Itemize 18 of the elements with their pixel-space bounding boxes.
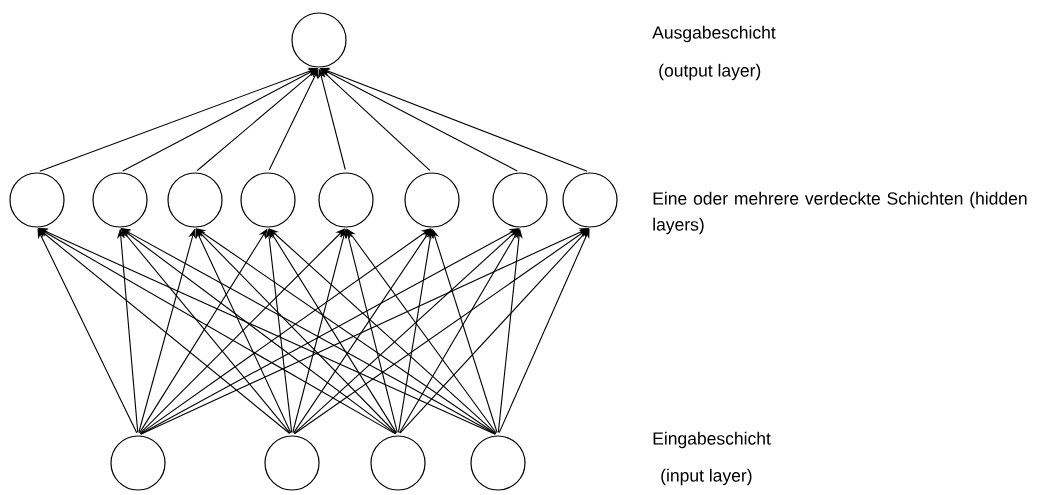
neuron-circle [264, 435, 320, 491]
neuron-circle [110, 435, 166, 491]
neuron-circle [370, 435, 426, 491]
neuron-circle [470, 435, 526, 491]
layer-label: Ausgabeschicht [652, 25, 776, 43]
neuron-circle [404, 172, 460, 228]
neuron-circle [562, 172, 618, 228]
neuron-circle [492, 172, 548, 228]
layer-label: Eine oder mehrere verdeckte Schichten (hidden layers) [653, 191, 1027, 235]
neuron-circle [291, 12, 347, 68]
neuron-circle [92, 172, 148, 228]
neuron-circle [240, 172, 296, 228]
layer-label: (output layer) [659, 63, 761, 81]
neuron-circle [9, 172, 65, 228]
layer-label: Eingabeschicht [653, 431, 771, 449]
layer-label: (input layer) [661, 468, 752, 486]
neuron-circle [318, 172, 374, 228]
neuron-circle [167, 172, 223, 228]
